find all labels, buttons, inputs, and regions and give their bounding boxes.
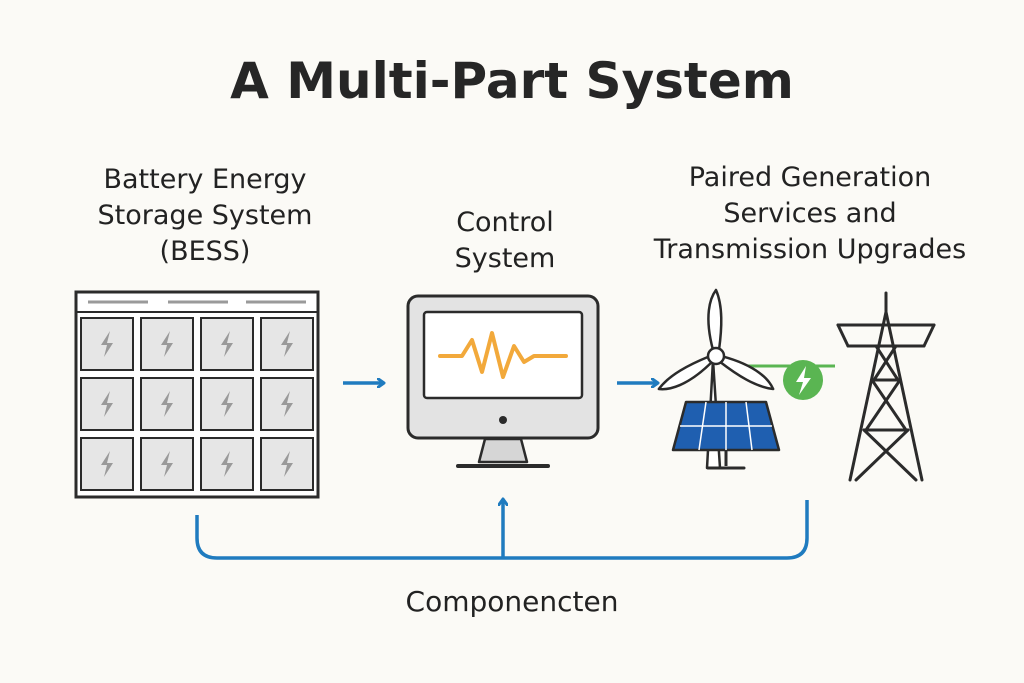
lightning-bolt-icon xyxy=(221,451,233,477)
control-system-label: Control System xyxy=(395,205,615,277)
lightning-bolt-icon xyxy=(161,391,173,417)
lightning-bolt-icon xyxy=(221,391,233,417)
battery-cell xyxy=(140,437,194,491)
battery-cell xyxy=(260,377,314,431)
power-connector-icon xyxy=(783,360,823,400)
diagram-title: A Multi-Part System xyxy=(230,52,794,110)
battery-cell xyxy=(80,377,134,431)
lightning-bolt-icon xyxy=(101,451,113,477)
monitor-icon xyxy=(406,294,600,468)
lightning-bolt-icon xyxy=(281,391,293,417)
bess-label-line-3: (BESS) xyxy=(159,236,251,267)
bess-label: Battery Energy Storage System (BESS) xyxy=(40,162,370,270)
paired-generation-label: Paired Generation Services and Transmiss… xyxy=(615,160,1005,268)
solar-panel-icon xyxy=(671,400,781,470)
lightning-bolt-icon xyxy=(281,451,293,477)
signal-waveform-icon xyxy=(438,331,568,379)
bess-label-line-1: Battery Energy xyxy=(103,164,307,195)
lightning-bolt-icon xyxy=(221,331,233,357)
battery-cell xyxy=(260,317,314,371)
lightning-bolt-icon xyxy=(101,391,113,417)
battery-cell xyxy=(200,377,254,431)
battery-cell xyxy=(140,377,194,431)
transmission-tower-icon xyxy=(836,291,936,482)
control-label-line-2: System xyxy=(454,243,556,274)
components-label: Componencten xyxy=(405,585,619,618)
paired-label-line-2: Services and xyxy=(723,198,897,229)
lightning-bolt-icon xyxy=(101,331,113,357)
battery-rack-icon xyxy=(74,290,320,499)
lightning-bolt-icon xyxy=(161,331,173,357)
battery-cell xyxy=(260,437,314,491)
battery-cell xyxy=(200,437,254,491)
battery-cell xyxy=(80,437,134,491)
battery-cell xyxy=(140,317,194,371)
paired-label-line-1: Paired Generation xyxy=(688,162,932,193)
lightning-bolt-icon xyxy=(281,331,293,357)
lightning-bolt-icon xyxy=(161,451,173,477)
paired-label-line-3: Transmission Upgrades xyxy=(653,234,967,265)
battery-cells xyxy=(80,317,314,491)
battery-cell xyxy=(80,317,134,371)
bess-label-line-2: Storage System xyxy=(97,200,313,231)
battery-cell xyxy=(200,317,254,371)
control-label-line-1: Control xyxy=(456,207,554,238)
